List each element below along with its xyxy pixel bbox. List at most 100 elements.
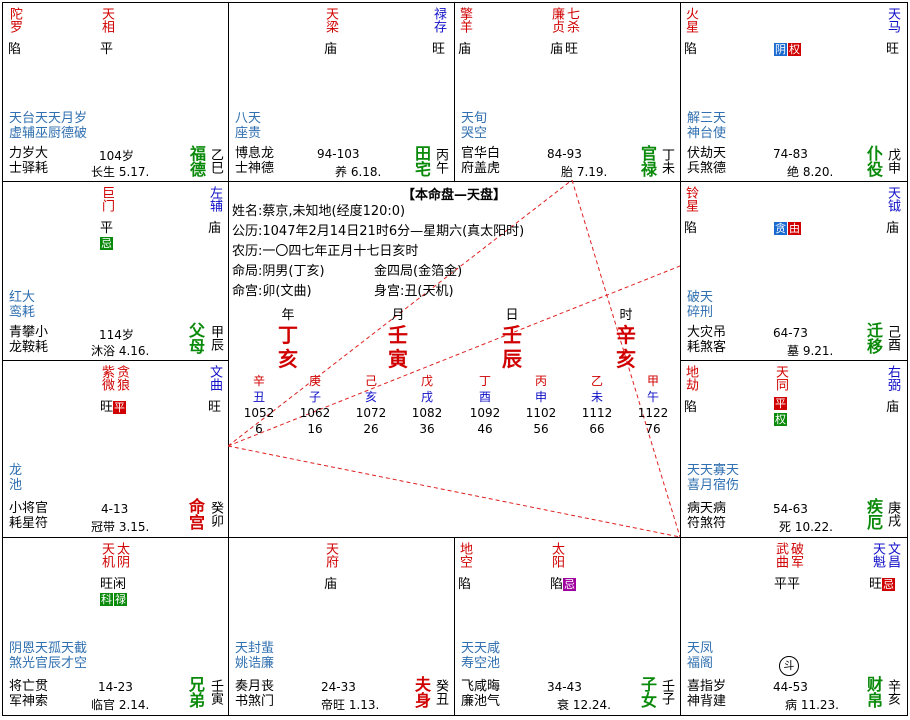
gods-row-1: 力岁大 <box>9 146 49 161</box>
gods-row-1: 飞咸晦 <box>461 679 501 694</box>
gods-row-2: 耗煞客 <box>687 340 727 355</box>
gods-row-1: 小将官 <box>9 501 49 516</box>
minor-stars-1: 解三天 <box>687 111 727 126</box>
dayun-age: 56 <box>533 422 549 436</box>
brightness-row: 平平 <box>774 578 800 592</box>
brightness: 旺 <box>100 400 114 415</box>
palace-si[interactable]: 陀罗 陷 天相 平 天台天天月岁 虚辅巫厨德破 力岁大 士驿耗 104岁 长生 … <box>2 2 229 182</box>
dayun-stem: 己 <box>364 374 377 388</box>
info-wuxingju: 金四局(金箔金) <box>374 264 463 279</box>
stage-date: 墓 9.21. <box>787 344 834 358</box>
info-mingju: 命局:阴男(丁亥) <box>232 264 325 279</box>
minor-stars-2: 座贵 <box>235 126 262 141</box>
age-range: 74-83 <box>773 147 808 161</box>
brightness: 陷 <box>458 577 472 592</box>
badge: 权 <box>788 43 801 56</box>
brightness-row: 陷忌 <box>550 578 577 592</box>
palace-name: 财帛 <box>864 676 883 708</box>
palace-chou[interactable]: 天府 庙 天封蜚 姚诰廉 奏月丧 书煞门 24-33 帝旺 1.13. 夫身 癸… <box>228 537 455 716</box>
badge: 阴 <box>774 43 787 56</box>
star-dijie: 地劫 <box>683 365 698 391</box>
info-shengong: 身宫:丑(天机) <box>374 284 454 299</box>
brightness: 陷 <box>550 577 564 592</box>
gods-row-1: 博息龙 <box>235 146 275 161</box>
palace-zi[interactable]: 地空 陷 太阳 陷忌 天天咸 寿空池 飞咸晦 廉池气 34-43 衰 12.24… <box>454 537 681 716</box>
pillar-label: 日 <box>505 308 519 323</box>
pillar-month: 月 壬 寅 <box>378 304 418 371</box>
star-tanlang: 贪狼 <box>114 365 129 391</box>
stem-branch: 癸丑 <box>433 679 448 705</box>
palace-name: 夫身 <box>412 676 431 708</box>
gods-row-1: 官华白 <box>461 146 501 161</box>
brightness: 旺 <box>886 42 900 57</box>
brightness: 庙 <box>458 42 472 57</box>
brightness: 陷 <box>684 221 698 236</box>
age-range: 14-23 <box>98 680 133 694</box>
minor-stars-1: 龙 <box>9 463 23 478</box>
stem-branch: 戊申 <box>885 148 900 174</box>
age-range: 94-103 <box>317 147 360 161</box>
star-jumen: 巨门 <box>99 186 114 212</box>
info-minggong: 命宫:卯(文曲) <box>232 284 312 299</box>
dayun-branch: 午 <box>646 390 659 404</box>
brightness: 陷 <box>8 42 22 57</box>
palace-chen[interactable]: 巨门 平 忌 左辅 庙 红大 鸾耗 青攀小 龙鞍耗 114岁 沐浴 4.16. … <box>2 181 229 361</box>
brightness-row: 旺闲 <box>100 578 126 592</box>
palace-name: 田宅 <box>412 145 431 177</box>
badge: 平 <box>113 401 127 414</box>
star-qingyang: 擎羊 <box>457 7 472 33</box>
brightness: 庙 <box>886 221 900 236</box>
palace-xu[interactable]: 地劫 陷 天同 平 权 右弼 庙 天天寡天 喜月宿伤 病天病 符煞符 54-63… <box>680 360 908 538</box>
age-range: 44-53 <box>773 680 808 694</box>
dayun-stem: 乙 <box>590 374 603 388</box>
stage-date: 帝旺 1.13. <box>321 698 380 712</box>
star-lucun: 禄存 <box>431 7 446 33</box>
stage-date: 长生 5.17. <box>91 165 150 179</box>
palace-you[interactable]: 铃星 陷 贪由 天钺 庙 破天 碎刑 大灾吊 耗煞客 64-73 墓 9.21.… <box>680 181 908 361</box>
pillar-stem: 壬 <box>502 323 522 347</box>
palace-wu[interactable]: 天梁 庙 禄存 旺 八天 座贵 博息龙 士神德 94-103 养 6.18. 田… <box>228 2 455 182</box>
minor-stars-1: 天台天天月岁 <box>9 111 88 126</box>
palace-wei[interactable]: 擎羊 庙 廉贞 庙 七杀 旺 天旬 哭空 官华白 府盖虎 84-93 胎 7.1… <box>454 2 681 182</box>
star-pojun: 破军 <box>788 542 803 568</box>
star-ziwei: 紫微 <box>99 365 114 391</box>
palace-name: 仆役 <box>864 145 883 177</box>
pillar-stem: 壬 <box>388 323 408 347</box>
brightness: 庙 <box>886 400 900 415</box>
dayun-year: 1122 <box>637 406 669 420</box>
gods-row-1: 喜指岁 <box>687 679 727 694</box>
palace-yin[interactable]: 天机 太阴 旺闲 科禄 阴恩天孤天截 煞光官辰才空 将亡贯 军神索 14-23 … <box>2 537 229 716</box>
palace-hai[interactable]: 武曲 破军 平平 天魁 文昌 旺忌 天凤 福阁 斗 喜指岁 神背建 44-53 … <box>680 537 908 716</box>
info-lunar: 农历:一〇四七年正月十七日亥时 <box>232 244 419 259</box>
stem-branch: 乙巳 <box>208 148 223 174</box>
brightness-row: 旺忌 <box>869 578 896 592</box>
pillar-label: 年 <box>281 308 295 323</box>
age-range: 104岁 <box>99 149 134 163</box>
brightness: 旺 <box>432 42 446 57</box>
palace-name: 官禄 <box>638 145 657 177</box>
star-tianxiang: 天相 <box>99 7 114 33</box>
palace-shen[interactable]: 火星 陷 阴权 天马 旺 解三天 神台使 伏劫天 兵煞德 74-83 绝 8.2… <box>680 2 908 182</box>
gods-row-2: 神背建 <box>687 694 727 709</box>
palace-mao[interactable]: 紫微 贪狼 旺平 文曲 旺 龙 池 小将官 耗星符 4-13 冠带 3.15. … <box>2 360 229 538</box>
age-range: 114岁 <box>99 328 134 342</box>
gods-row-1: 病天病 <box>687 501 727 516</box>
badge: 权 <box>774 413 787 426</box>
gods-row-2: 廉池气 <box>461 694 501 709</box>
pillar-branch: 亥 <box>278 347 298 371</box>
brightness: 平 <box>774 577 788 592</box>
brightness: 旺 <box>869 577 883 592</box>
star-tiankui: 天魁 <box>870 542 885 568</box>
minor-stars-1: 天天寡天 <box>687 463 740 478</box>
pillar-label: 月 <box>391 308 405 323</box>
stem-branch: 庚戌 <box>885 501 900 527</box>
gods-row-1: 将亡贯 <box>9 679 49 694</box>
gods-row-2: 军神索 <box>9 694 49 709</box>
dayun-age: 66 <box>589 422 605 436</box>
star-tianliang: 天梁 <box>323 7 338 33</box>
pillar-label: 时 <box>619 308 633 323</box>
stage-date: 衰 12.24. <box>557 698 611 712</box>
badge: 平 <box>774 397 787 410</box>
